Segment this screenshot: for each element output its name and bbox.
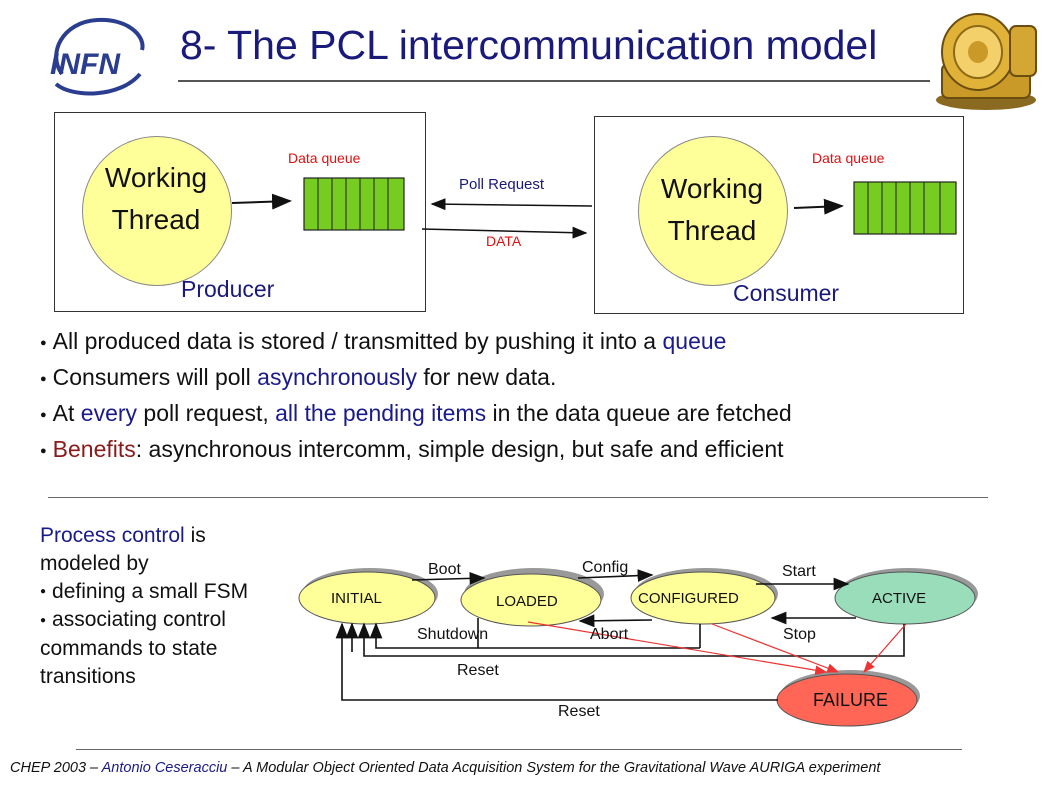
state-initial-label: INITIAL xyxy=(331,590,382,607)
side-item-fsm: defining a small FSM xyxy=(52,580,249,603)
producer-queue-label: Data queue xyxy=(288,150,361,166)
state-loaded-label: LOADED xyxy=(496,593,558,610)
bullet-item: ● At every poll request, all the pending … xyxy=(40,400,792,427)
process-control-text: Process control is modeled by ●defining … xyxy=(40,522,248,691)
bullet-item: ● Consumers will poll asynchronously for … xyxy=(40,364,556,391)
reset-arrow-2 xyxy=(335,622,778,701)
bullet-segment: poll request, xyxy=(137,400,276,426)
config-arrow xyxy=(577,569,654,582)
producer-thread-label-1: Working xyxy=(104,162,208,193)
footer-author: Antonio Ceseracciu xyxy=(101,760,228,776)
state-active xyxy=(834,571,976,625)
producer-consumer-diagram xyxy=(231,177,957,239)
auriga-detector-icon xyxy=(936,13,1037,110)
config-label: Config xyxy=(582,559,629,576)
state-configured xyxy=(630,571,776,625)
fail-from-loaded xyxy=(527,621,828,675)
consumer-label: Consumer xyxy=(733,280,840,306)
section-divider xyxy=(48,497,988,498)
start-label: Start xyxy=(782,563,816,580)
bullet-segment: queue xyxy=(662,328,727,354)
bullet-item: ● Benefits: asynchronous intercomm, simpl… xyxy=(40,436,784,463)
bullet-segment: in the data queue are fetched xyxy=(486,400,792,426)
bullet-segment: : asynchronous intercomm, simple design,… xyxy=(135,436,784,462)
process-control-term: Process control xyxy=(40,524,185,547)
bullet-segment: At xyxy=(52,400,81,426)
bullet-dot: ● xyxy=(40,444,47,457)
shutdown-arrow xyxy=(369,618,479,649)
producer-thread-label-2: Thread xyxy=(111,204,201,235)
consumer-thread-label-1: Working xyxy=(660,173,764,204)
consumer-thread-label-2: Thread xyxy=(667,215,757,246)
consumer-thread xyxy=(638,136,788,286)
bullet-segment: Consumers will poll xyxy=(52,364,258,390)
bullet-segment: all the pending items xyxy=(275,400,487,426)
producer-data-queue xyxy=(303,177,405,231)
producer-label: Producer xyxy=(181,276,275,302)
side-item-assoc-1: associating control xyxy=(52,608,226,632)
consumer-queue-label: Data queue xyxy=(812,150,885,166)
footer-rule xyxy=(76,749,962,750)
shutdown-label: Shutdown xyxy=(417,626,489,643)
abort-label: Abort xyxy=(590,626,629,643)
reset-label-1: Reset xyxy=(457,662,499,679)
footer-suffix: – A Modular Object Oriented Data Acquisi… xyxy=(227,760,881,776)
bullet-segment: asynchronously xyxy=(257,364,417,390)
bullet-dot: ● xyxy=(40,372,47,385)
poll-request-arrow xyxy=(430,198,593,211)
boot-label: Boot xyxy=(428,561,461,578)
footer-prefix: CHEP 2003 – xyxy=(10,760,102,776)
bullet-segment: for new data. xyxy=(416,364,557,390)
state-active-label: ACTIVE xyxy=(872,590,927,607)
reset-arrow-1 xyxy=(357,622,905,657)
modeled-by: modeled by xyxy=(40,552,149,575)
side-item-assoc-3: transitions xyxy=(40,664,136,688)
fail-from-configured xyxy=(711,623,840,673)
producer-thread xyxy=(82,136,232,286)
state-loaded xyxy=(460,573,602,627)
abort-arrow xyxy=(578,614,653,628)
bullet-segment: Benefits xyxy=(52,436,136,462)
bullet-segment: All produced data is stored / transmitte… xyxy=(52,328,663,354)
bullet-item: ● All produced data is stored / transmitt… xyxy=(40,328,726,355)
slide-title: 8- The PCL intercommunication model xyxy=(180,22,878,68)
poll-request-label: Poll Request xyxy=(459,176,545,193)
fail-from-active xyxy=(863,623,907,673)
infn-logo: INFN xyxy=(50,17,145,96)
data-arrow xyxy=(421,226,588,239)
infn-logo-text: INFN xyxy=(50,48,121,81)
footer: CHEP 2003 – Antonio Ceseracciu – A Modul… xyxy=(10,760,880,776)
data-label: DATA xyxy=(486,233,522,249)
state-configured-label: CONFIGURED xyxy=(638,590,739,607)
consumer-data-queue xyxy=(853,181,957,235)
side-item-assoc-2: commands to state xyxy=(40,636,218,660)
bullet-dot: ● xyxy=(40,336,47,349)
producer-push-arrow xyxy=(231,193,292,210)
state-failure-label: FAILURE xyxy=(813,690,889,710)
reset-label-2: Reset xyxy=(558,703,600,720)
bullet-dot: ● xyxy=(40,408,47,421)
title-rule xyxy=(178,80,930,82)
bullet-segment: every xyxy=(80,400,138,426)
process-control-is: is xyxy=(184,524,206,547)
stop-label: Stop xyxy=(783,626,816,643)
consumer-push-arrow xyxy=(793,198,844,215)
boot-arrow xyxy=(411,572,486,585)
